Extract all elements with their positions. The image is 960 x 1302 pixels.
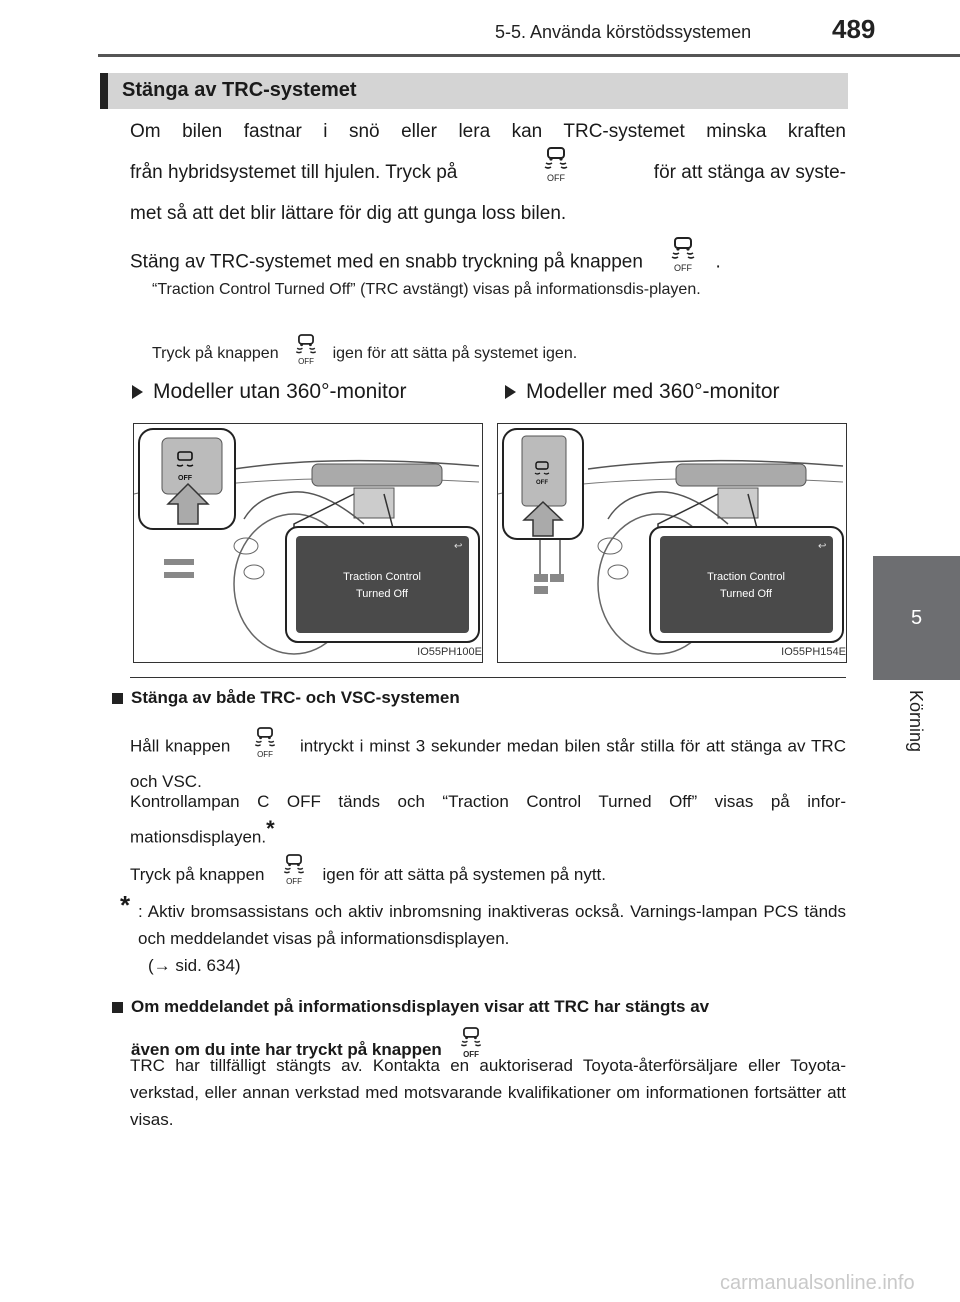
indicator-paragraph: Kontrollampan C OFF tänds och “Traction … — [130, 788, 846, 851]
back-icon: ↩ — [454, 541, 462, 552]
intro-line-2: från hybridsystemet till hjulen. Tryck p… — [130, 147, 846, 193]
hold-button-text-b: intryckt i minst 3 sekunder medan bilen … — [130, 736, 846, 791]
pointer-arrow-icon — [505, 385, 516, 400]
section-divider — [130, 677, 846, 678]
footnote-body: : Aktiv bromsassistans och aktiv inbroms… — [138, 902, 846, 948]
vsc-off-icon: OFF — [456, 1026, 486, 1074]
hold-button-text-a: Håll knappen — [130, 736, 231, 756]
intro-paragraph: Om bilen fastnar i snö eller lera kan TR… — [130, 111, 846, 234]
vsc-off-icon: OFF — [250, 726, 280, 768]
chapter-section-title: 5-5. Använda körstödssystemen — [495, 22, 752, 42]
zoom-callout: OFF — [502, 428, 584, 540]
bullet-square-icon — [112, 1002, 123, 1014]
page-number: 489 — [832, 14, 876, 44]
hold-button-paragraph: Håll knappen OFF intryckt i minst 3 seku… — [130, 726, 846, 795]
section-heading-bar: Stänga av TRC-systemet — [100, 73, 848, 109]
figure-code: IO55PH100E — [414, 646, 482, 658]
intro-line-2b: för att stänga av syste- — [653, 162, 846, 183]
screen-line-1: Traction Control — [707, 571, 785, 583]
quick-press-paragraph: Stäng av TRC-systemet med en snabb tryck… — [130, 236, 846, 289]
section-heading: Stänga av TRC-systemet — [122, 79, 357, 101]
subheading-trc-vsc-text: Stänga av både TRC- och VSC-systemen — [131, 688, 460, 707]
footnote-marker: * — [266, 816, 275, 841]
svg-text:OFF: OFF — [257, 750, 273, 759]
pointer-arrow-icon — [132, 385, 143, 400]
vsc-off-button-icon: OFF — [176, 451, 194, 482]
svg-text:OFF: OFF — [536, 480, 548, 486]
svg-text:OFF: OFF — [298, 357, 314, 366]
figure-code: IO55PH154E — [778, 646, 846, 658]
footnote-star: * — [120, 890, 131, 920]
note-traction-off: “Traction Control Turned Off” (TRC avstä… — [152, 281, 701, 298]
figure-with-360: OFF ↩ Traction Control Turned Off IO55PH… — [497, 423, 847, 663]
header-rule — [98, 54, 960, 57]
footnote-ref: (→ sid. 634) — [148, 956, 241, 975]
dashboard-illustration: OFF ↩ Traction Control Turned Off — [498, 428, 844, 655]
footnote-text: : Aktiv bromsassistans och aktiv inbroms… — [138, 898, 846, 979]
message-body: TRC har tillfälligt stängts av. Kontakta… — [130, 1056, 846, 1129]
vsc-off-icon: OFF — [279, 853, 309, 895]
intro-line-3: met så att det blir lättare för dig att … — [130, 203, 567, 224]
model-label-without-360-text: Modeller utan 360°-monitor — [153, 380, 407, 403]
svg-text:OFF: OFF — [178, 475, 193, 482]
vsc-off-icon: OFF — [666, 236, 700, 289]
subheading-message-line2: även om du inte har tryckt på knappen — [131, 1040, 442, 1059]
vsc-off-button-icon: OFF — [534, 461, 550, 486]
model-label-without-360: Modeller utan 360°-monitor — [132, 380, 407, 404]
quick-press-text: Stäng av TRC-systemet med en snabb tryck… — [130, 251, 643, 273]
screen-line-2: Turned Off — [356, 588, 409, 600]
screen-line-2: Turned Off — [720, 588, 773, 600]
svg-text:OFF: OFF — [286, 877, 302, 886]
intro-line-2a: från hybridsystemet till hjulen. Tryck p… — [130, 162, 458, 183]
svg-text:OFF: OFF — [463, 1050, 479, 1059]
note-reenable: Tryck på knappen OFF igen för att sätta … — [152, 333, 846, 375]
svg-text:OFF: OFF — [547, 173, 565, 183]
back-icon: ↩ — [818, 541, 826, 552]
reenable-systems-a: Tryck på knappen — [130, 864, 265, 884]
vsc-off-icon: OFF — [291, 333, 321, 375]
reenable-systems-paragraph: Tryck på knappen OFF igen för att sätta … — [130, 853, 846, 895]
model-label-with-360: Modeller med 360°-monitor — [505, 380, 780, 404]
intro-line-1: Om bilen fastnar i snö eller lera kan TR… — [130, 121, 846, 142]
chapter-number: 5 — [910, 606, 923, 629]
screen-line-1: Traction Control — [343, 571, 421, 583]
model-label-with-360-text: Modeller med 360°-monitor — [526, 380, 780, 403]
zoom-callout: OFF — [138, 428, 236, 530]
watermark: carmanualsonline.info — [720, 1272, 915, 1294]
indicator-text: Kontrollampan C OFF tänds och “Traction … — [130, 792, 846, 847]
svg-text:OFF: OFF — [674, 263, 692, 273]
subheading-message-line1: Om meddelandet på informationsdisplayen … — [131, 997, 710, 1016]
info-display-screen: ↩ Traction Control Turned Off — [285, 526, 480, 643]
bullet-square-icon — [112, 693, 123, 705]
quick-press-period: . — [715, 251, 721, 273]
subheading-trc-vsc: Stänga av både TRC- och VSC-systemen — [112, 688, 460, 708]
info-display-screen: ↩ Traction Control Turned Off — [649, 526, 844, 643]
chapter-label: Körning — [906, 690, 926, 753]
note-reenable-b: igen för att sätta på systemet igen. — [332, 345, 578, 362]
figure-without-360: OFF ↩ Traction Control Turned Off IO55PH… — [133, 423, 483, 663]
reenable-systems-b: igen för att sätta på systemen på nytt. — [322, 864, 607, 884]
dashboard-illustration: OFF ↩ Traction Control Turned Off — [134, 428, 480, 655]
note-reenable-a: Tryck på knappen — [152, 345, 279, 362]
subheading-message: Om meddelandet på informationsdisplayen … — [112, 988, 846, 1074]
vsc-off-icon: OFF — [539, 146, 573, 199]
chapter-tab: 5 — [873, 556, 960, 680]
